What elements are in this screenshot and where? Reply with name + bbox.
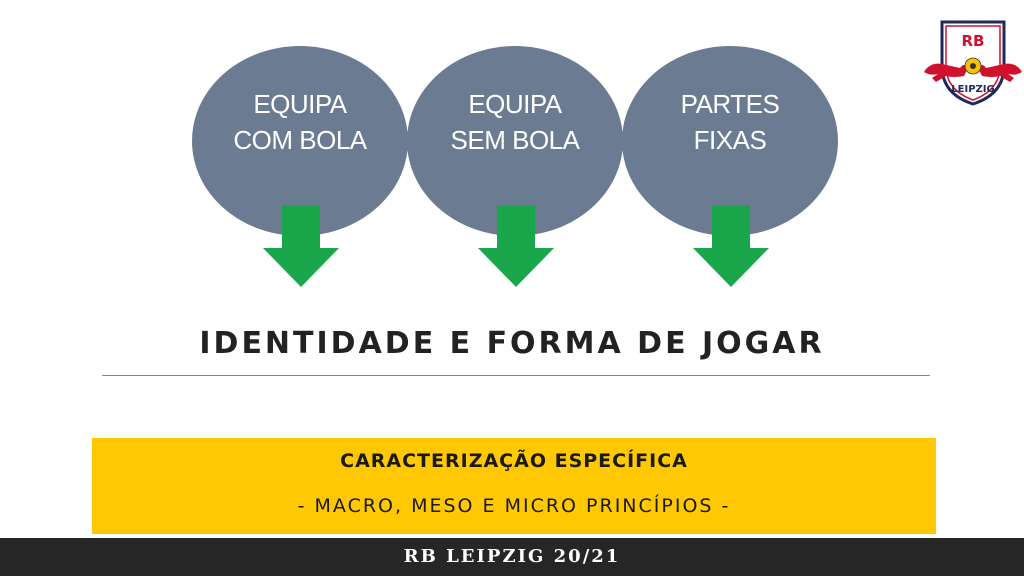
down-arrow-icon xyxy=(478,205,554,287)
characterization-title: CARACTERIZAÇÃO ESPECÍFICA xyxy=(340,450,688,472)
down-arrow-icon xyxy=(263,205,339,287)
circle-partes-fixas: PARTES FIXAS xyxy=(622,46,838,236)
circle-label-line2: SEM BOLA xyxy=(450,125,580,155)
down-arrow-icon xyxy=(693,205,769,287)
logo-bottom-text: LEIPZIG xyxy=(951,84,994,95)
circle-equipa-com-bola: EQUIPA COM BOLA xyxy=(192,46,408,236)
main-title: IDENTIDADE E FORMA DE JOGAR xyxy=(199,326,825,361)
circle-label-line1: EQUIPA xyxy=(253,89,347,119)
circle-label: EQUIPA SEM BOLA xyxy=(407,46,623,236)
logo-top-text: RB xyxy=(962,32,985,50)
rb-leipzig-logo-icon: RB LEIPZIG xyxy=(924,20,1022,106)
circle-label-line1: EQUIPA xyxy=(468,89,562,119)
circle-equipa-sem-bola: EQUIPA SEM BOLA xyxy=(407,46,623,236)
footer-bar: RB LEIPZIG 20/21 xyxy=(0,538,1024,576)
footer-text: RB LEIPZIG 20/21 xyxy=(403,546,621,567)
circle-label: PARTES FIXAS xyxy=(622,46,838,236)
divider xyxy=(102,375,930,376)
circle-label-line1: PARTES xyxy=(680,89,780,119)
circle-label: EQUIPA COM BOLA xyxy=(192,46,408,236)
circle-label-line2: FIXAS xyxy=(693,125,767,155)
circle-label-line2: COM BOLA xyxy=(233,125,367,155)
characterization-box: CARACTERIZAÇÃO ESPECÍFICA - MACRO, MESO … xyxy=(92,438,936,534)
characterization-subtitle: - MACRO, MESO E MICRO PRINCÍPIOS - xyxy=(297,495,731,517)
